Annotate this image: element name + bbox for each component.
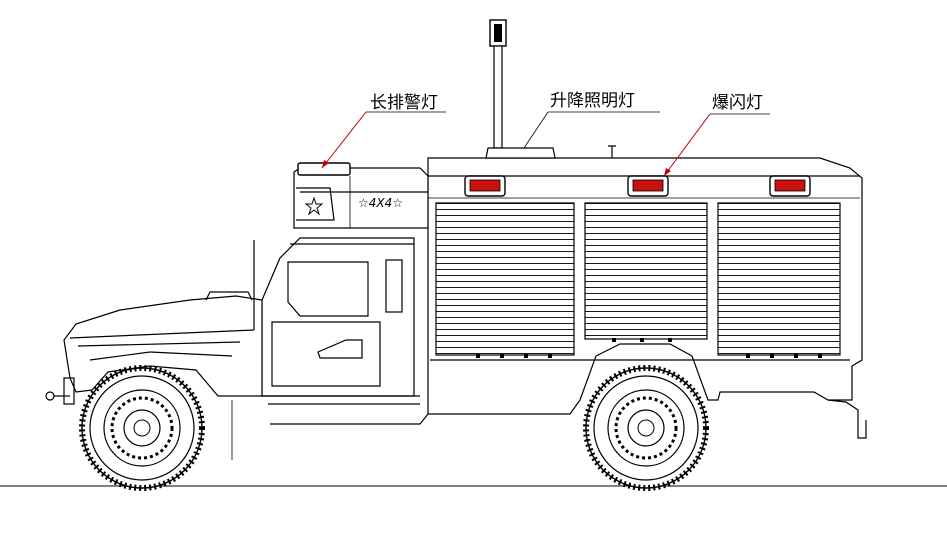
label-light-bar: 长排警灯 (370, 93, 438, 113)
leader-lines (321, 111, 770, 177)
lift-light-mast (485, 19, 616, 159)
strobe-light-1 (464, 175, 506, 197)
cab-body (239, 237, 429, 425)
shutter-handles (476, 338, 822, 358)
label-lift-light: 升降照明灯 (550, 91, 635, 111)
label-strobe-light: 爆闪灯 (712, 93, 763, 113)
rear-wheel (586, 368, 706, 488)
roller-shutter-2 (584, 202, 708, 340)
front-wheel (82, 368, 202, 488)
strobe-light-2 (627, 175, 669, 197)
hood (45, 240, 263, 460)
vehicle-badge: ☆4X4☆ (358, 196, 403, 210)
roller-shutter-3 (717, 202, 841, 356)
strobe-light-3 (769, 175, 811, 197)
cab-roof-pod (293, 162, 429, 229)
roller-shutter-1 (435, 202, 575, 356)
